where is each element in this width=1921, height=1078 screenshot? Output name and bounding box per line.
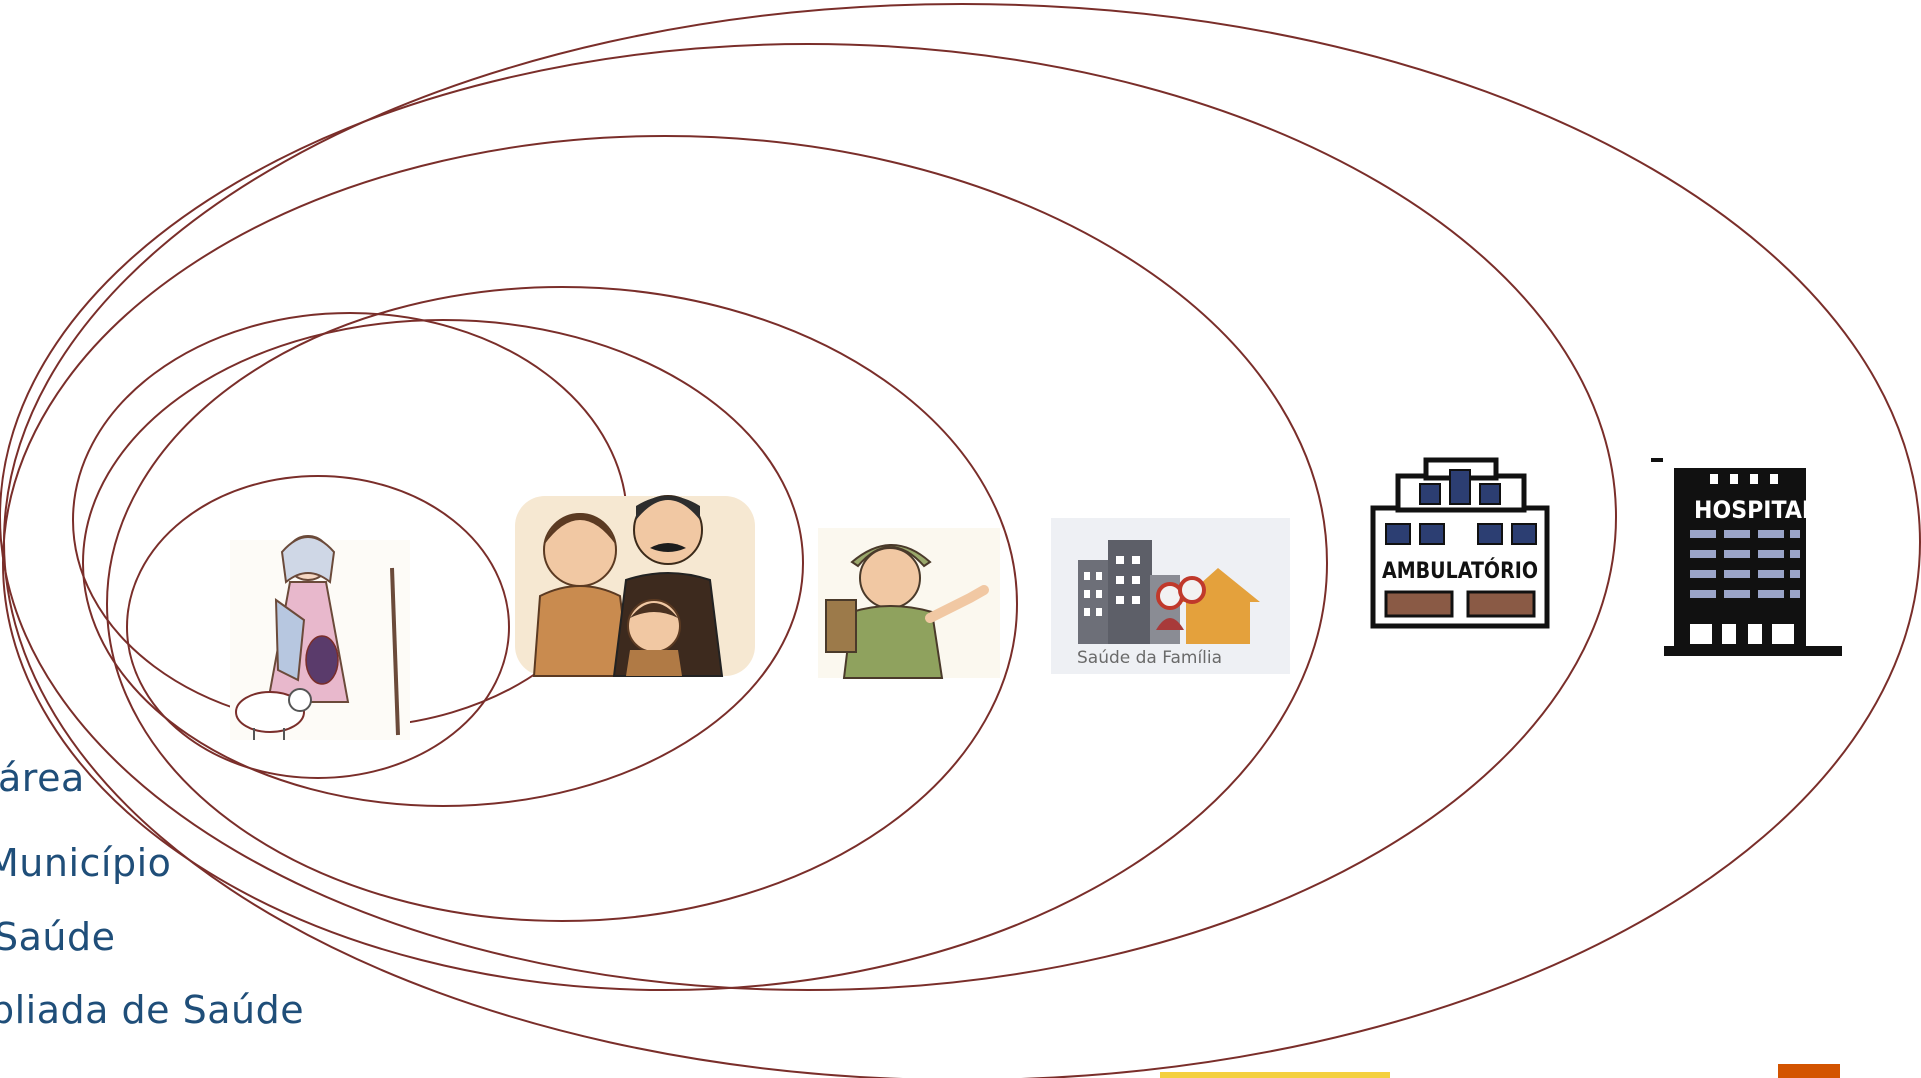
ellipse-level-5 [2, 135, 1328, 991]
family-icon [515, 495, 755, 677]
shepherdess-icon [230, 535, 410, 740]
family-health-unit-icon: Saúde da Família [1051, 518, 1290, 674]
health-agent-icon [818, 528, 1000, 679]
ambulatorio-building-icon: AMBULATÓRIO [1370, 457, 1550, 629]
bottom-accent-orange [1778, 1064, 1840, 1078]
bottom-accent-yellow [1160, 1072, 1390, 1078]
label-saude: Saúde [0, 915, 116, 959]
label-municipio: Município [0, 841, 172, 885]
ellipse-level-3 [82, 319, 804, 807]
ellipse-level-1 [126, 475, 510, 779]
ellipse-level-6 [0, 43, 1617, 991]
label-ampliada-saude: pliada de Saúde [0, 988, 305, 1032]
family-health-caption: Saúde da Família [1077, 648, 1222, 668]
hospital-sign: HOSPITAL [1694, 496, 1816, 524]
ellipse-level-4 [106, 286, 1018, 922]
label-area: área [0, 756, 85, 800]
ambulatorio-sign: AMBULATÓRIO [1382, 558, 1538, 584]
hospital-building-icon: HOSPITAL [1651, 458, 1842, 656]
